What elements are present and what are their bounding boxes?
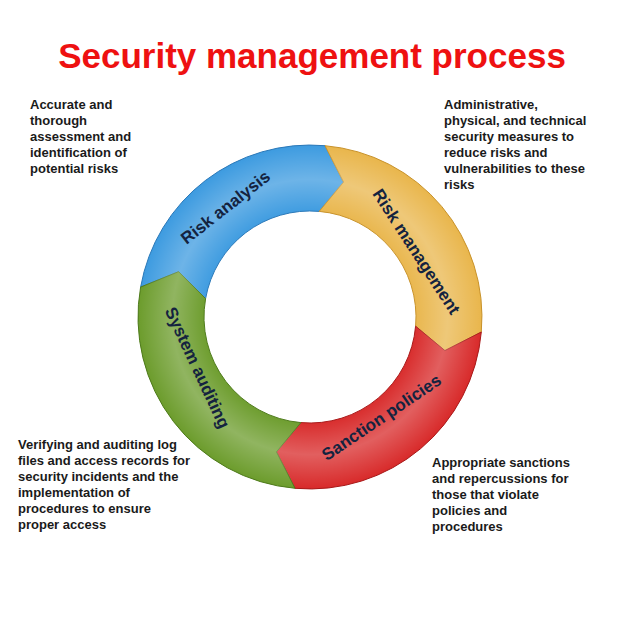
- diagram-title: Security management process: [0, 36, 624, 76]
- step-description: Administrative, physical, and technical …: [444, 97, 594, 193]
- step-description: Accurate and thorough assessment and ide…: [30, 97, 152, 177]
- step-description: Appropriate sanctions and repercussions …: [432, 455, 572, 535]
- ring-shine: [138, 145, 482, 489]
- step-description: Verifying and auditing log files and acc…: [18, 437, 190, 533]
